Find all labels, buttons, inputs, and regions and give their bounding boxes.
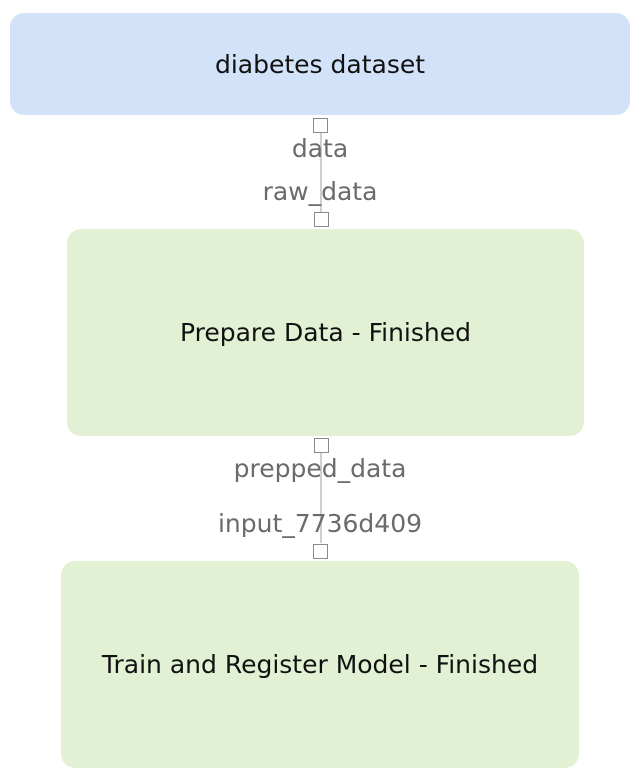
port-label-input-7736d409: input_7736d409	[217, 509, 423, 538]
edge-line-prepare-to-train	[320, 453, 322, 543]
edge-line-dataset-to-prepare	[320, 133, 322, 213]
input-port-input-7736d409[interactable]	[313, 544, 328, 559]
output-port-prepped-data[interactable]	[314, 438, 329, 453]
port-label-data: data	[291, 134, 349, 163]
train-register-model-node[interactable]: Train and Register Model - Finished	[61, 561, 579, 768]
prepare-data-node-label: Prepare Data - Finished	[179, 318, 471, 347]
train-register-model-node-label: Train and Register Model - Finished	[101, 650, 539, 679]
input-port-raw-data[interactable]	[314, 212, 329, 227]
dataset-node[interactable]: diabetes dataset	[10, 13, 630, 115]
dataset-node-label: diabetes dataset	[214, 49, 426, 79]
prepare-data-node[interactable]: Prepare Data - Finished	[67, 229, 584, 436]
output-port-data[interactable]	[313, 118, 328, 133]
port-label-prepped-data: prepped_data	[233, 454, 407, 483]
port-label-raw-data: raw_data	[262, 177, 378, 206]
